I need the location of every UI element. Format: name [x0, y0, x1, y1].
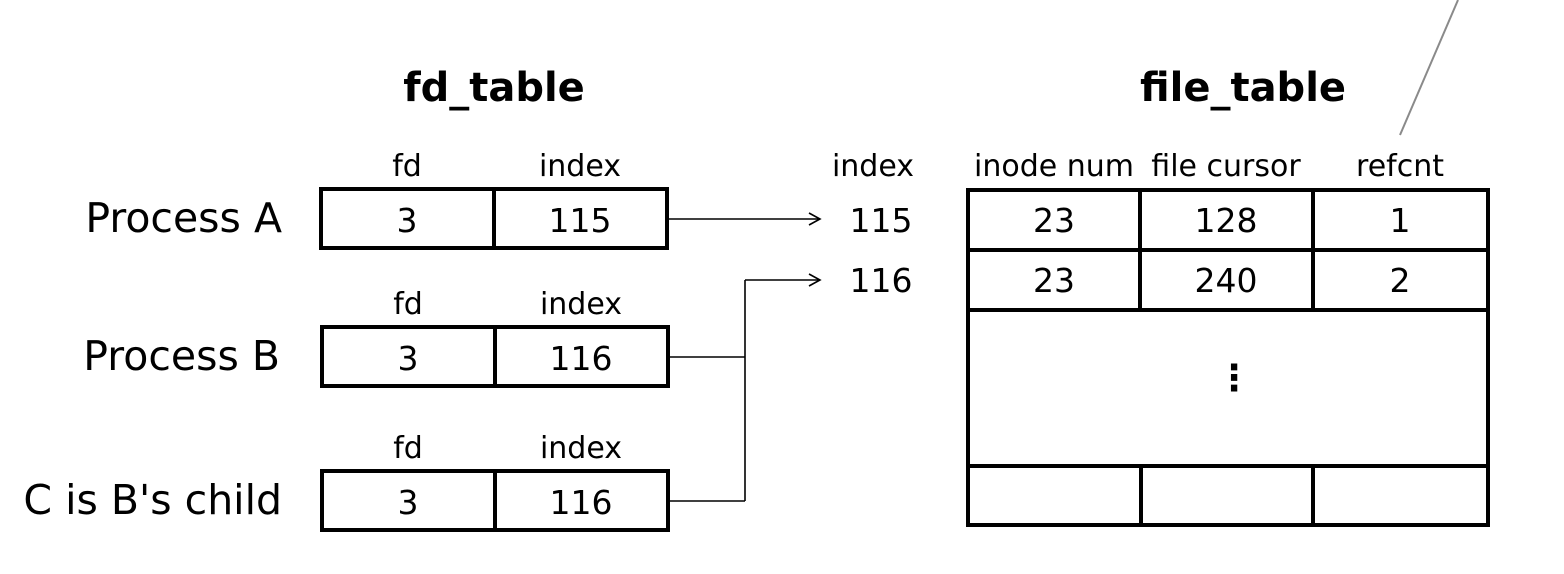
file-cell-inode: 23	[1033, 201, 1075, 240]
fd-table-title: fd_table	[403, 65, 585, 111]
callout-line	[1399, 0, 1459, 136]
fd-value: 3	[397, 201, 418, 240]
index-value: 116	[550, 339, 613, 378]
file-table-frame	[966, 188, 1490, 527]
index-value: 116	[550, 483, 613, 522]
fd-value: 3	[398, 339, 419, 378]
file-cell-cursor: 240	[1195, 261, 1258, 300]
file-table-ellipsis: ⋮	[1216, 358, 1252, 399]
file-cell-refcnt: 1	[1390, 201, 1411, 240]
process-label-c: C is B's child	[23, 476, 282, 524]
file-index-header: index	[832, 149, 914, 184]
file-row-index: 116	[850, 261, 913, 300]
index-col-header: index	[539, 149, 621, 184]
index-col-header: index	[540, 287, 622, 322]
fd-value: 3	[398, 483, 419, 522]
index-col-header: index	[540, 431, 622, 466]
file-col-header-cursor: file cursor	[1151, 149, 1301, 184]
process-label-a: Process A	[85, 194, 282, 242]
index-value: 115	[549, 201, 612, 240]
process-label-b: Process B	[83, 332, 280, 380]
file-table-title: file_table	[1140, 65, 1346, 111]
file-col-header-refcnt: refcnt	[1356, 149, 1444, 184]
file-cell-cursor: 128	[1195, 201, 1258, 240]
fd-col-header: fd	[392, 149, 422, 184]
file-cell-inode: 23	[1033, 261, 1075, 300]
file-row-index: 115	[850, 201, 913, 240]
fd-col-header: fd	[393, 287, 423, 322]
fd-col-header: fd	[393, 431, 423, 466]
file-cell-refcnt: 2	[1390, 261, 1411, 300]
file-col-header-inode: inode num	[974, 149, 1134, 184]
